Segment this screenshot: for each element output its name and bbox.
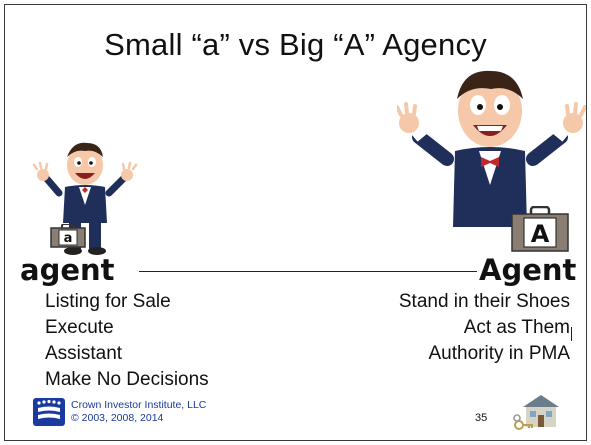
footer-credit: Crown Investor Institute, LLC © 2003, 20… [71, 399, 206, 425]
small-briefcase-letter: a [64, 231, 73, 246]
left-heading: agent [20, 253, 115, 287]
slide: Small “a” vs Big “A” Agency a [4, 4, 587, 441]
connector-line [139, 271, 477, 272]
big-briefcase-letter: A [531, 220, 550, 248]
right-list: Stand in their Shoes Act as Them Authori… [399, 289, 570, 367]
list-item: Listing for Sale [45, 291, 171, 312]
list-item: Execute [45, 317, 114, 338]
right-heading: Agent [479, 253, 577, 287]
small-briefcase-icon: a [50, 224, 86, 248]
text-cursor [571, 327, 572, 341]
list-item: Make No Decisions [45, 369, 209, 390]
page-number: 35 [475, 412, 488, 424]
list-item: Assistant [45, 343, 123, 364]
left-list: Listing for Sale Execute Assistant Make … [45, 289, 209, 393]
crown-logo-icon [33, 398, 65, 426]
big-businessman-illustration [397, 70, 586, 227]
list-item: Authority in PMA [428, 343, 571, 364]
footer-copyright: © 2003, 2008, 2014 [71, 412, 164, 424]
list-item: Stand in their Shoes [398, 291, 570, 312]
list-item: Act as Them [463, 317, 570, 338]
footer-org: Crown Investor Institute, LLC [71, 399, 207, 411]
big-briefcase-icon: A [511, 206, 569, 252]
slide-title: Small “a” vs Big “A” Agency [104, 27, 487, 62]
small-businessman-illustration [32, 142, 138, 255]
house-keys-icon [513, 395, 559, 430]
